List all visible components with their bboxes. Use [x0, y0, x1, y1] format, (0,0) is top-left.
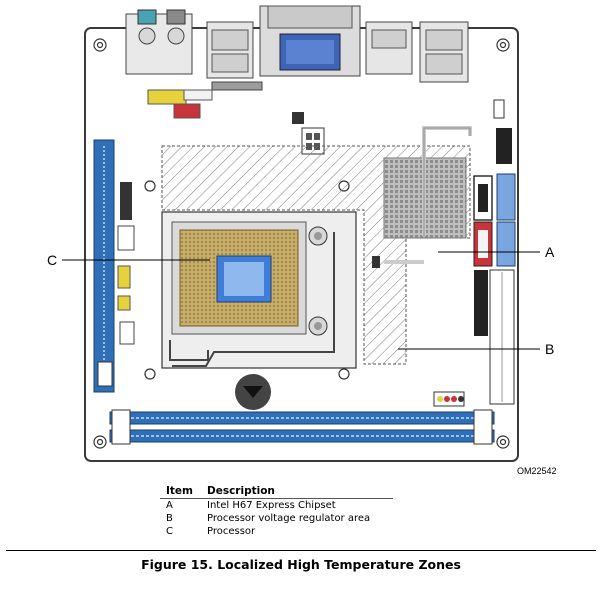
pcie-slot — [93, 139, 115, 393]
cmos-battery — [235, 374, 271, 410]
caption-divider — [6, 550, 596, 551]
sata-connectors — [473, 173, 516, 267]
back-panel-connectors — [125, 5, 469, 91]
legend-item: A — [166, 500, 173, 511]
legend-header-row: Item Description — [160, 483, 393, 499]
motherboard-diagram — [62, 5, 540, 462]
callout-label-c: C — [47, 252, 58, 268]
front-panel-headers — [147, 89, 213, 119]
power-connector — [474, 269, 515, 405]
legend-item: B — [166, 513, 173, 524]
callout-label-b: B — [545, 341, 555, 357]
table-row: C Processor — [160, 525, 393, 538]
processor-socket — [161, 211, 357, 369]
legend-description: Processor voltage regulator area — [207, 513, 371, 524]
legend-item: C — [166, 526, 173, 537]
figure-caption: Figure 15. Localized High Temperature Zo… — [141, 557, 461, 572]
status-leds — [433, 391, 465, 407]
callout-label-a: A — [545, 244, 555, 260]
legend-table: Item Description A Intel H67 Express Chi… — [160, 483, 393, 538]
chipset-heatsink — [372, 126, 472, 268]
legend-description: Intel H67 Express Chipset — [207, 500, 336, 511]
legend-header-item: Item — [166, 485, 193, 497]
memory-slots — [109, 409, 495, 445]
usb-header — [496, 128, 512, 164]
misc-headers — [117, 182, 135, 345]
legend-header-description: Description — [207, 485, 275, 497]
drawing-id: OM22542 — [517, 466, 557, 476]
table-row: B Processor voltage regulator area — [160, 512, 393, 525]
table-row: A Intel H67 Express Chipset — [160, 499, 393, 513]
legend-description: Processor — [207, 526, 256, 537]
